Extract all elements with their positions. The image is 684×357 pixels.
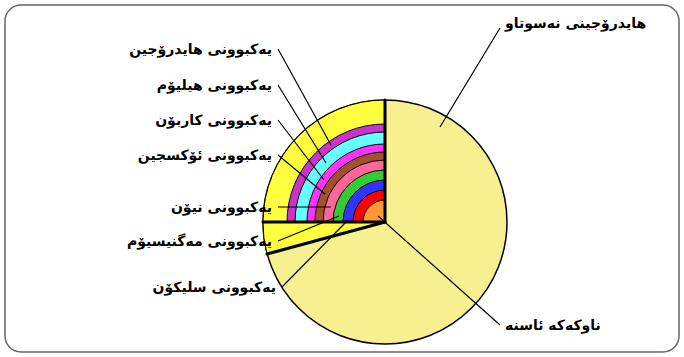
hydrogen-ring xyxy=(263,100,385,222)
leader-line xyxy=(278,120,324,180)
cut-edge xyxy=(384,100,387,222)
leader-line xyxy=(440,28,500,127)
layer-ring xyxy=(343,180,385,222)
side-face xyxy=(263,222,385,254)
layer-label: یەکبوونی ئۆکسجین xyxy=(138,146,272,164)
leader-lines xyxy=(278,28,500,325)
layer-ring xyxy=(333,170,385,222)
layer-rings xyxy=(263,100,385,254)
leader-line xyxy=(278,155,325,194)
leader-line xyxy=(278,216,339,241)
frame xyxy=(5,5,679,352)
layer-label: ناوکەکە ئاسنە xyxy=(505,316,601,334)
layer-label: یەکبوونی مەگنیسیۆم xyxy=(127,232,272,250)
layer-ring xyxy=(323,160,385,222)
layer-label: یەکبوونی هایدرۆجین xyxy=(129,40,272,58)
layer-label: یەکبوونی هیلیۆم xyxy=(157,76,272,94)
cut-edges xyxy=(263,100,385,254)
leader-line xyxy=(282,220,348,287)
layer-ring xyxy=(307,144,385,222)
layer-label: یەکبوونی نیۆن xyxy=(171,198,272,216)
leader-line xyxy=(378,216,500,325)
layer-label: یەکبوونی سلیکۆن xyxy=(153,278,276,296)
layer-label: یەکبوونی کاربۆن xyxy=(155,111,272,129)
layer-ring xyxy=(295,132,385,222)
star-body xyxy=(263,100,507,344)
layer-label: هایدرۆجینی نەسوتاو xyxy=(505,14,646,32)
leader-line xyxy=(278,206,331,207)
